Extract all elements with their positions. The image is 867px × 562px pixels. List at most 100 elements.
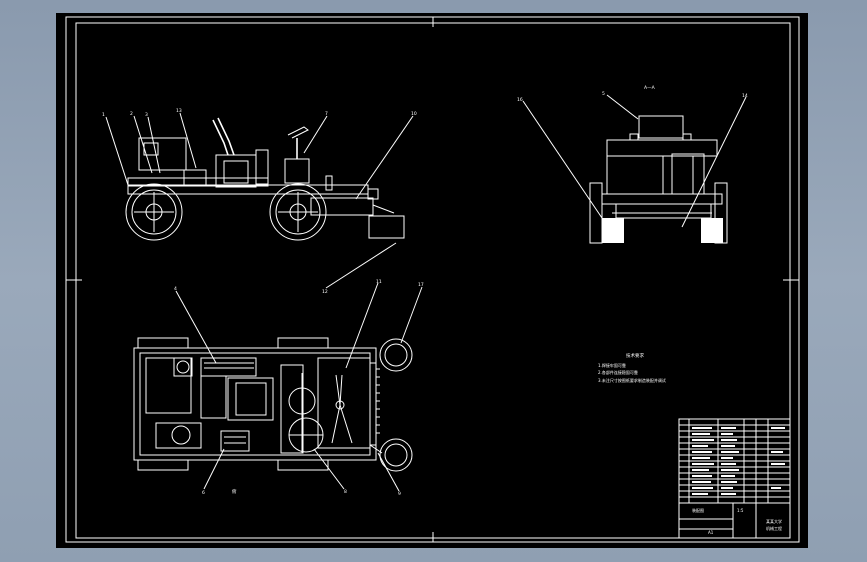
- callout-16: 16: [517, 97, 523, 103]
- tv-front-bar: [369, 362, 377, 446]
- small-box: [183, 169, 207, 187]
- seat-bracket-right: [682, 133, 692, 141]
- rear-wheel-mid: [131, 189, 177, 235]
- steer-wheel: [287, 126, 309, 139]
- leader-2: [133, 115, 153, 174]
- tv-caster-bottom-outer: [379, 438, 413, 472]
- tv-wheel-tl: [137, 337, 189, 349]
- tv-wheel-br: [277, 459, 329, 471]
- notes-line1: 1.焊接牢固可靠: [598, 362, 626, 368]
- lower-frame: [615, 203, 712, 219]
- tv-caster-top-inner: [384, 343, 408, 367]
- tv-knob-box: [173, 357, 193, 377]
- front-wheel-mid: [275, 189, 321, 235]
- seat-bracket-left: [629, 133, 639, 141]
- callout-4: 4: [174, 286, 177, 292]
- wheel-left-outer: [589, 182, 603, 244]
- parts-list-rows: [679, 424, 790, 498]
- side-view: 1 2 3 13 7 10 12: [102, 108, 417, 295]
- rear-wheel-outer: [125, 183, 183, 241]
- tv-caster-arm: [369, 444, 383, 454]
- tv-front-teeth: [376, 368, 380, 434]
- callout-9: 9: [398, 491, 401, 497]
- body-mid: [662, 155, 694, 195]
- callout-5: 5: [602, 91, 605, 97]
- leader-12: [325, 242, 397, 289]
- leader-1: [105, 116, 129, 186]
- leader-11: [345, 282, 379, 369]
- callout-3: 3: [145, 112, 148, 118]
- view-label-aa: A—A: [644, 85, 656, 91]
- leader-17: [400, 286, 423, 344]
- notes-line2: 2.各部件连接稳固可靠: [598, 369, 638, 375]
- callout-12: 12: [322, 289, 328, 295]
- leader-9: [377, 452, 400, 492]
- seat-back: [638, 115, 684, 139]
- front-view: A—A 16 5 14: [517, 85, 748, 244]
- tv-engine-inner: [235, 382, 267, 416]
- hitch-arm: [310, 197, 374, 216]
- leader-14: [681, 96, 747, 228]
- body-left: [606, 155, 664, 195]
- notes-line3: 3.未注尺寸按图纸要求制造装配并调试: [598, 377, 666, 383]
- leader-16: [522, 100, 603, 219]
- leader-4: [175, 290, 217, 364]
- title-block: 装配图 1:5 某某大学 机械工程 A1: [678, 418, 791, 539]
- callout-6: 6: [202, 490, 205, 496]
- title-sheet: A1: [708, 530, 714, 535]
- steer-box: [284, 158, 310, 184]
- tv-caster-bottom-inner: [384, 443, 408, 467]
- tv-wheel-bl: [137, 459, 189, 471]
- tv-wheel-tr: [277, 337, 329, 349]
- drawing-svg: 1 2 3 13 7 10 12 A—A 16 5 14: [65, 16, 800, 543]
- cad-drawing-canvas: 1 2 3 13 7 10 12 A—A 16 5 14: [56, 13, 808, 548]
- title-drawing-name: 装配图: [692, 507, 704, 513]
- leader-8: [313, 448, 345, 490]
- post: [325, 175, 333, 191]
- tv-engine-left: [200, 375, 227, 419]
- engine-side: [255, 149, 269, 185]
- wheel-right-tread: [701, 218, 723, 243]
- body-right: [671, 153, 705, 195]
- leader-6: [203, 448, 225, 490]
- tv-engine-top: [200, 357, 257, 377]
- title-scale: 1:5: [737, 508, 744, 513]
- leader-5: [606, 94, 639, 120]
- top-view: 4 11 17 6 8 9 俯: [133, 279, 424, 497]
- tv-battery: [220, 430, 250, 452]
- weight-box: [368, 215, 405, 239]
- tv-engine-body: [227, 377, 274, 421]
- engine-block: [215, 154, 257, 188]
- lever: [212, 119, 229, 156]
- tv-knob: [176, 360, 190, 374]
- tv-tank-frame: [280, 364, 304, 454]
- front-wheel-outer: [269, 183, 327, 241]
- leader-7: [303, 115, 328, 154]
- callout-17: 17: [418, 282, 424, 288]
- leader-3: [147, 116, 161, 174]
- tv-seat: [145, 357, 192, 414]
- seat-block: [138, 137, 187, 171]
- technical-notes: 技术要求 1.焊接牢固可靠 2.各部件连接稳固可靠 3.未注尺寸按图纸要求制造装…: [598, 352, 666, 383]
- lever-2: [217, 117, 235, 156]
- tv-caster-top-outer: [379, 338, 413, 372]
- view-label-top: 俯: [232, 488, 237, 495]
- callout-1: 1: [102, 112, 105, 118]
- leader-10: [355, 115, 414, 200]
- callout-7: 7: [325, 111, 328, 117]
- callout-13: 13: [176, 108, 182, 114]
- parts-list-text-marks: [692, 427, 785, 495]
- leader-13: [179, 112, 197, 169]
- parts-list-cols: [688, 419, 769, 503]
- tv-steer-link2: [331, 374, 341, 444]
- tv-gearbox: [155, 422, 202, 449]
- hitch-link: [372, 204, 395, 214]
- notes-heading: 技术要求: [626, 352, 644, 359]
- engine-inner: [223, 160, 249, 184]
- axle-frame: [601, 193, 723, 205]
- tv-pulley: [171, 425, 191, 445]
- callout-11: 11: [376, 279, 382, 285]
- title-company: 某某大学: [766, 518, 782, 524]
- callout-14: 14: [742, 93, 748, 99]
- callout-10: 10: [411, 111, 417, 117]
